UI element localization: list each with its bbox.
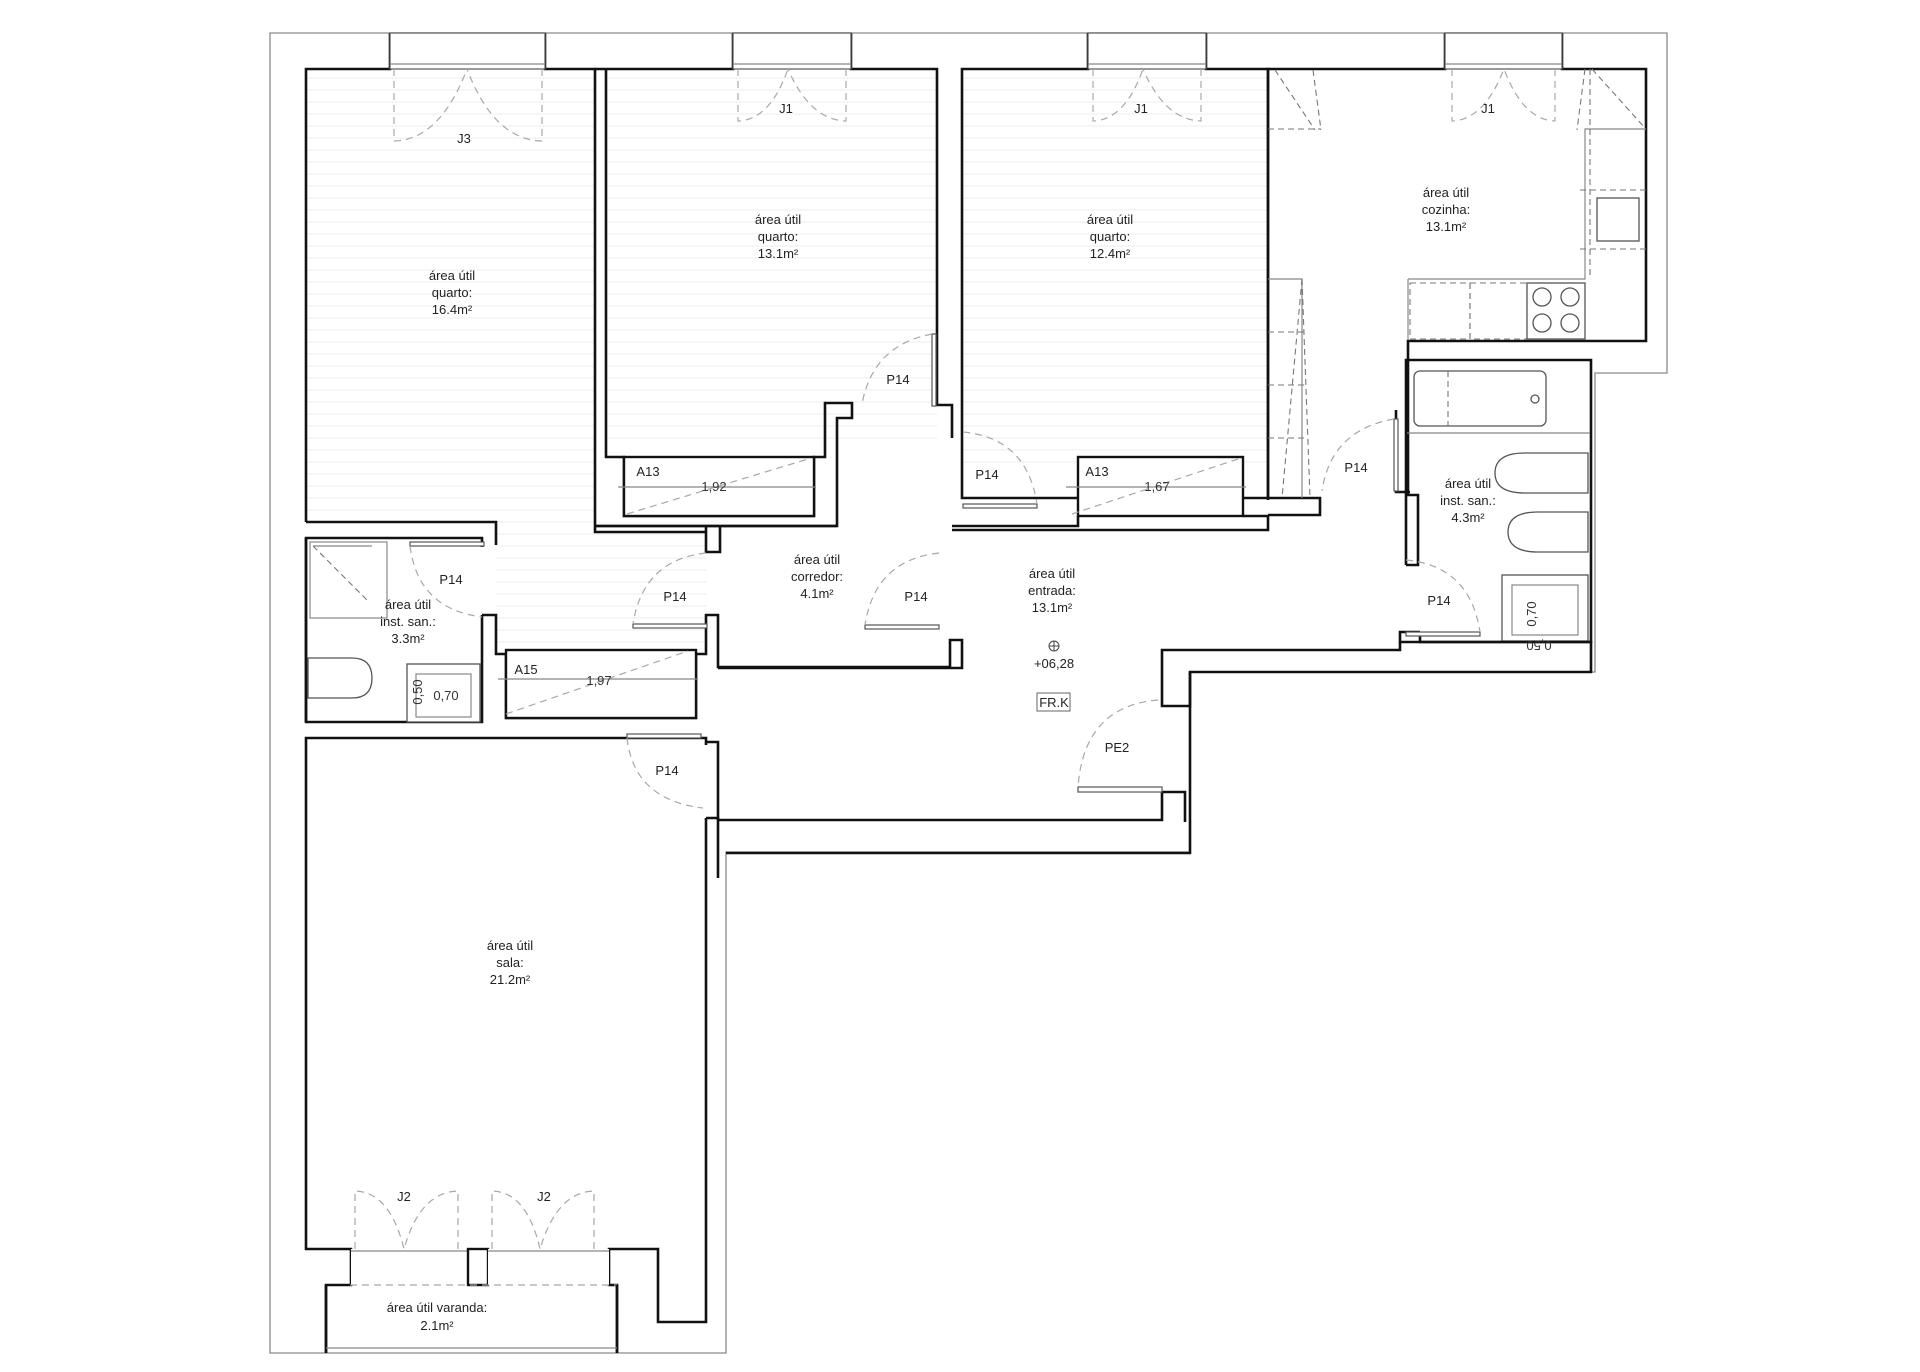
wall-inst-san-2-bottom bbox=[304, 538, 484, 724]
door-p14-inst-san-2[interactable] bbox=[409, 541, 485, 618]
wall-sala-left-inner bbox=[706, 740, 720, 820]
varanda-label: área útil varanda: bbox=[387, 1300, 487, 1315]
window-j1-2 bbox=[1087, 32, 1207, 70]
door-tag: P14 bbox=[439, 572, 462, 587]
fixture-dimension: 0,70 bbox=[1524, 601, 1539, 626]
level-marker-value: +06,28 bbox=[1034, 656, 1074, 671]
door-p14-sala[interactable] bbox=[626, 733, 704, 809]
bidet bbox=[1507, 511, 1589, 553]
wall-entrada-pe2 bbox=[716, 790, 1187, 878]
floor-hatch-quarto-2 bbox=[606, 69, 937, 439]
room-type-quarto-3: quarto: bbox=[1090, 229, 1130, 244]
room-label-inst-san-2: área útil bbox=[385, 597, 431, 612]
window-j2-1 bbox=[351, 1249, 468, 1285]
closet-tag: A13 bbox=[636, 464, 659, 479]
room-type-inst-san-2: inst. san.: bbox=[380, 614, 436, 629]
wall-sala-right bbox=[607, 672, 1192, 1353]
window-j3 bbox=[389, 32, 546, 70]
door-tag: P14 bbox=[975, 467, 998, 482]
door-p14-inst-san-1[interactable] bbox=[1405, 559, 1481, 637]
room-label-quarto-2: área útil bbox=[755, 212, 801, 227]
room-area-quarto-2: 13.1m² bbox=[758, 246, 799, 261]
room-area-quarto-1: 16.4m² bbox=[432, 302, 473, 317]
door-tag: P14 bbox=[1344, 460, 1367, 475]
floor-hatch-quarto-3 bbox=[962, 69, 1268, 467]
closet-tag: A13 bbox=[1085, 464, 1108, 479]
closet-dimension: 1,67 bbox=[1144, 479, 1169, 494]
room-label-inst-san-1: área útil bbox=[1445, 476, 1491, 491]
window-tag: J1 bbox=[1134, 101, 1148, 116]
door-p14-quarto-3[interactable] bbox=[962, 431, 1038, 509]
window-tag: J1 bbox=[1481, 101, 1495, 116]
room-area-entrada: 13.1m² bbox=[1032, 600, 1073, 615]
level-marker-icon bbox=[1048, 640, 1060, 652]
wall-quarto-1-bottom bbox=[306, 520, 498, 545]
room-area-corredor: 4.1m² bbox=[800, 586, 834, 601]
shower-tray bbox=[309, 541, 388, 619]
kitchen-sink bbox=[1596, 197, 1640, 242]
room-label-quarto-1: área útil bbox=[429, 268, 475, 283]
room-type-corredor: corredor: bbox=[791, 569, 843, 584]
room-area-cozinha: 13.1m² bbox=[1426, 219, 1467, 234]
room-area-inst-san-1: 4.3m² bbox=[1451, 510, 1485, 525]
cooktop-icon bbox=[1526, 282, 1586, 340]
door-tag: P14 bbox=[663, 589, 686, 604]
kitchen-counter bbox=[1407, 128, 1646, 340]
closet-a15 bbox=[504, 648, 698, 720]
window-j1-3 bbox=[1444, 32, 1563, 70]
bathtub bbox=[1413, 370, 1547, 427]
fire-extinguisher-box bbox=[1036, 692, 1071, 712]
floor-hatch-quarto-1 bbox=[306, 69, 595, 522]
window-tag: J2 bbox=[397, 1189, 411, 1204]
room-area-inst-san-2: 3.3m² bbox=[391, 631, 425, 646]
room-label-corredor: área útil bbox=[794, 552, 840, 567]
door-tag: P14 bbox=[1427, 593, 1450, 608]
fire-extinguisher-tag: FR.K bbox=[1039, 695, 1069, 710]
room-label-cozinha: área útil bbox=[1423, 185, 1469, 200]
closet-dimension: 1,97 bbox=[586, 673, 611, 688]
window-tag: J1 bbox=[779, 101, 793, 116]
closet-tag: A15 bbox=[514, 662, 537, 677]
wall-cozinha-lower bbox=[1268, 496, 1322, 517]
door-tag: P14 bbox=[655, 763, 678, 778]
door-p14-entrada[interactable] bbox=[864, 552, 940, 630]
room-area-quarto-3: 12.4m² bbox=[1090, 246, 1131, 261]
balcony-pillar bbox=[466, 1247, 490, 1287]
door-p14-corredor[interactable] bbox=[632, 552, 708, 629]
room-area-sala: 21.2m² bbox=[490, 972, 531, 987]
varanda-area: 2.1m² bbox=[420, 1318, 454, 1333]
toilet bbox=[1494, 452, 1589, 494]
window-tag: J2 bbox=[537, 1189, 551, 1204]
fixture-dimension: 0,50 bbox=[410, 679, 425, 704]
room-type-entrada: entrada: bbox=[1028, 583, 1076, 598]
door-p14-quarto-2[interactable] bbox=[861, 333, 937, 407]
wall-entrada-top bbox=[952, 514, 1270, 532]
window-tag: J3 bbox=[457, 131, 471, 146]
wall-corredor bbox=[596, 524, 837, 554]
toilet-2 bbox=[307, 657, 373, 699]
closet-dimension: 1,92 bbox=[701, 479, 726, 494]
washbasin bbox=[1501, 574, 1589, 642]
room-type-cozinha: cozinha: bbox=[1422, 202, 1470, 217]
door-p14-inst-san-1-side[interactable] bbox=[1321, 418, 1399, 492]
fixture-dimension: 0,50 bbox=[1526, 638, 1551, 653]
room-type-quarto-1: quarto: bbox=[432, 285, 472, 300]
window-j3-swing bbox=[393, 68, 543, 142]
window-j1-1 bbox=[732, 32, 852, 70]
room-type-inst-san-1: inst. san.: bbox=[1440, 493, 1496, 508]
room-type-quarto-2: quarto: bbox=[758, 229, 798, 244]
wall-varanda bbox=[324, 1285, 619, 1353]
floor-hatch-corredor bbox=[496, 522, 706, 654]
wall-corredor-bottom bbox=[716, 638, 964, 670]
room-label-entrada: área útil bbox=[1029, 566, 1075, 581]
door-tag: P14 bbox=[904, 589, 927, 604]
door-tag: PE2 bbox=[1105, 740, 1130, 755]
window-j2-2 bbox=[488, 1249, 609, 1285]
door-tag: P14 bbox=[886, 372, 909, 387]
room-label-sala: área útil bbox=[487, 938, 533, 953]
fixture-dimension: 0,70 bbox=[433, 688, 458, 703]
room-label-quarto-3: área útil bbox=[1087, 212, 1133, 227]
room-type-sala: sala: bbox=[496, 955, 523, 970]
door-pe2-entrance[interactable] bbox=[1077, 699, 1163, 793]
